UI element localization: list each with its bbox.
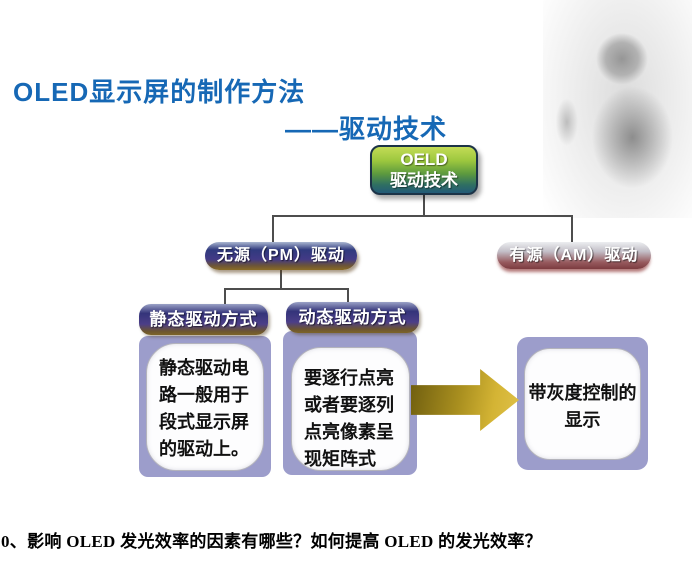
child-thumbs-up-photo <box>543 0 692 218</box>
node-dynamic-drive-header: 动态驱动方式 <box>286 302 419 333</box>
grayscale-result-text: 带灰度控制的显示 <box>528 383 637 430</box>
static-drive-body-box: 静态驱动电路一般用于段式显示屏的驱动上。 <box>139 336 271 477</box>
connector-tier1-horizontal <box>272 215 572 217</box>
dynamic-drive-body-shape: 要逐行点亮或者要逐列点亮像素呈现矩阵式 <box>291 347 410 471</box>
connector-dynamic-drop <box>347 288 349 303</box>
dynamic-drive-body-text: 要逐行点亮或者要逐列点亮像素呈现矩阵式 <box>304 368 394 469</box>
connector-tier2-horizontal <box>224 288 349 290</box>
node-static-drive-header: 静态驱动方式 <box>139 304 268 335</box>
node-oeld-line2: 驱动技术 <box>390 171 458 190</box>
page-subtitle: ——驱动技术 <box>285 114 448 144</box>
connector-am-drop <box>571 215 573 243</box>
node-oeld-driving-tech: OELD 驱动技术 <box>370 145 478 195</box>
footer-question: 0、影响 OLED 发光效率的因素有哪些？如何提高 OLED 的发光效率？ <box>1 532 542 551</box>
static-drive-body-text: 静态驱动电路一般用于段式显示屏的驱动上。 <box>159 358 249 459</box>
connector-pm-down <box>280 269 282 289</box>
node-active-am-drive: 有源（AM）驱动 <box>497 242 651 269</box>
connector-pm-drop <box>272 215 274 243</box>
dynamic-drive-body-box: 要逐行点亮或者要逐列点亮像素呈现矩阵式 <box>283 331 417 475</box>
grayscale-result-shape: 带灰度控制的显示 <box>524 348 641 460</box>
connector-root-down <box>423 193 425 216</box>
right-arrow-icon <box>411 369 519 431</box>
node-oeld-line1: OELD <box>400 150 448 169</box>
connector-static-drop <box>224 288 226 305</box>
node-passive-pm-drive: 无源（PM）驱动 <box>205 242 357 270</box>
static-drive-body-shape: 静态驱动电路一般用于段式显示屏的驱动上。 <box>146 343 264 471</box>
page-title: OLED显示屏的制作方法 <box>13 77 306 107</box>
grayscale-result-box: 带灰度控制的显示 <box>517 337 648 470</box>
